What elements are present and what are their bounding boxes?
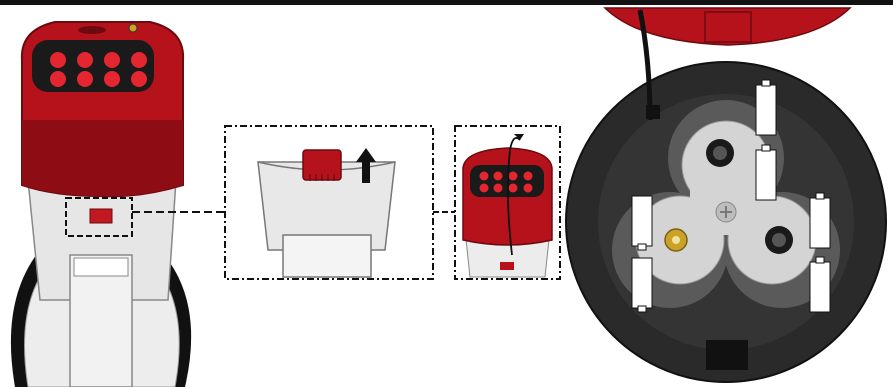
battery-right-1: + - <box>810 193 830 248</box>
battery-sign: - <box>818 233 823 247</box>
battery-sign: - <box>640 197 645 211</box>
battery-sign: + <box>637 261 647 275</box>
battery-top-1: + - <box>756 80 776 135</box>
jack-icon <box>129 24 137 32</box>
battery-sign: - <box>818 297 823 311</box>
battery-sign: + <box>761 154 771 168</box>
red-head-shadow <box>22 120 183 196</box>
battery-sign: + <box>815 202 825 216</box>
battery-left-1: - + <box>632 196 652 250</box>
open-head-detail <box>455 126 560 279</box>
battery-sign: + <box>815 265 825 279</box>
battery-sign: + <box>761 89 771 103</box>
battery-sign: + <box>637 229 647 243</box>
cap-hinge <box>705 12 751 42</box>
speaker-grille <box>78 26 106 34</box>
latch-detail-handle <box>283 235 371 277</box>
battery-sign: - <box>764 185 769 199</box>
handle-trigger <box>74 258 128 276</box>
megaphone-illustration <box>11 22 191 387</box>
battery-sign: - <box>764 121 769 135</box>
battery-top-2: + - <box>756 145 776 200</box>
battery-right-2: + - <box>810 257 830 312</box>
battery-compartment: + - + - - + + - + - <box>566 8 886 382</box>
small-latch <box>500 262 514 270</box>
latch <box>90 209 112 223</box>
wire-hole <box>646 105 660 119</box>
top-border <box>0 0 893 5</box>
latch-detail <box>225 126 433 279</box>
small-keypad <box>470 165 544 197</box>
battery-sign: - <box>640 293 645 307</box>
battery-left-2: + - <box>632 258 652 312</box>
bottom-latch <box>706 340 748 370</box>
